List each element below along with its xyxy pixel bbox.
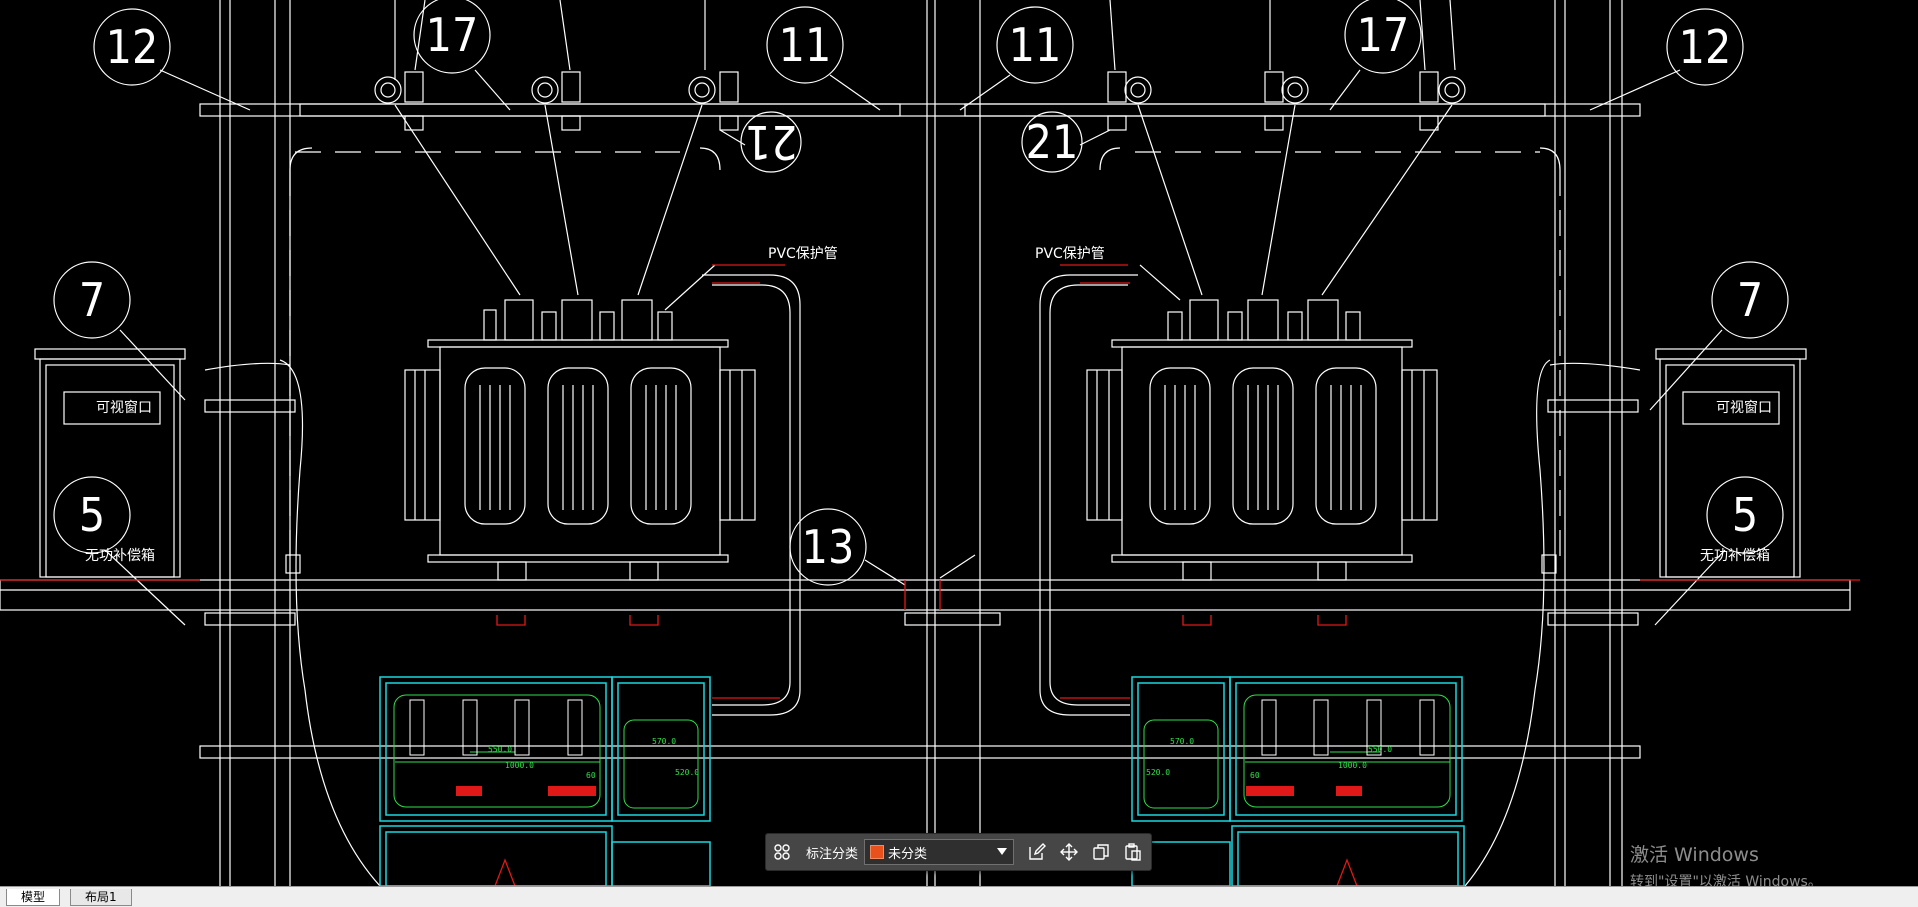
callout-5-right: 5 — [1732, 488, 1758, 542]
dim-left-5: 520.0 — [675, 768, 699, 777]
watermark-title: 激活 Windows — [1630, 844, 1759, 866]
category-swatch — [870, 845, 885, 859]
layout-tab-bar: 模型 布局1 — [0, 886, 1918, 907]
tab-model[interactable]: 模型 — [6, 889, 61, 906]
callout-7-right: 7 — [1737, 273, 1763, 327]
dim-left-3: 60 — [586, 771, 596, 780]
callout-13: 13 — [802, 520, 855, 574]
callout-12-left: 12 — [106, 20, 159, 74]
capacitor-label-right: 无功补偿箱 — [1700, 548, 1770, 564]
callout-11-left: 11 — [779, 18, 832, 72]
callout-11-right: 11 — [1009, 18, 1062, 72]
dim-right-5: 60 — [1250, 771, 1260, 780]
chevron-down-icon — [997, 848, 1008, 855]
callout-5-left: 5 — [79, 488, 105, 542]
dim-left-1: 550.0 — [488, 745, 512, 754]
panel-window-label-right: 可视窗口 — [1716, 399, 1772, 416]
capacitor-label-left: 无功补偿箱 — [85, 548, 155, 564]
panel-window-label-left: 可视窗口 — [96, 399, 152, 416]
dim-right-1: 570.0 — [1170, 737, 1194, 746]
grid-icon[interactable] — [771, 841, 793, 863]
cad-drawing-canvas[interactable]: 12 17 11 11 17 12 21 21 7 7 5 5 13 PVC保护… — [0, 0, 1918, 886]
annotation-toolbar: 标注分类 未分类 — [765, 833, 1152, 871]
dim-right-4: 1000.0 — [1338, 761, 1367, 770]
callout-12-right: 12 — [1679, 20, 1732, 74]
annotation-category-label: 标注分类 — [806, 846, 859, 862]
dim-left-2: 1000.0 — [505, 761, 534, 770]
dim-right-2: 520.0 — [1146, 768, 1170, 777]
callout-17-right: 17 — [1357, 8, 1410, 62]
dim-left-4: 570.0 — [652, 737, 676, 746]
move-icon[interactable] — [1058, 841, 1080, 863]
callout-7-left: 7 — [79, 273, 105, 327]
windows-activation-watermark: 激活 Windows 转到"设置"以激活 Windows。 — [1630, 840, 1822, 891]
pvc-label-right: PVC保护管 — [1035, 246, 1105, 262]
edit-icon[interactable] — [1026, 841, 1048, 863]
tab-layout1[interactable]: 布局1 — [70, 889, 132, 906]
copy-icon[interactable] — [1090, 841, 1112, 863]
callout-21-right: 21 — [1026, 115, 1079, 169]
category-selected-value: 未分类 — [888, 846, 928, 862]
callout-17-left: 17 — [426, 8, 479, 62]
dim-right-3: 550.0 — [1368, 745, 1392, 754]
pvc-label-left: PVC保护管 — [768, 246, 838, 262]
paste-icon[interactable] — [1122, 841, 1144, 863]
category-dropdown[interactable]: 未分类 — [864, 839, 1015, 865]
callout-21-left: 21 — [745, 115, 798, 169]
